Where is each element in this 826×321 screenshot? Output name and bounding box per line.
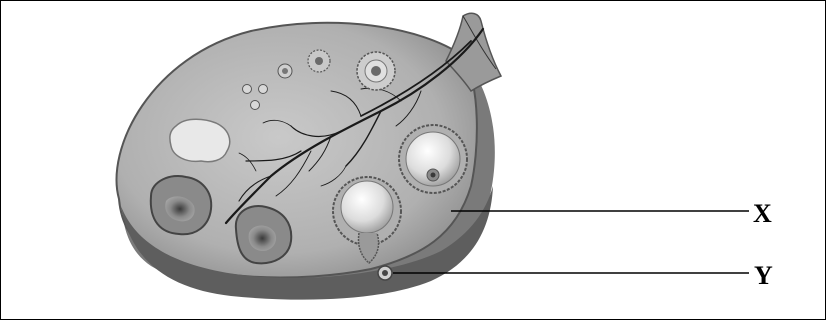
graafian-follicle [399,125,467,193]
growing-follicle-small [278,64,292,78]
corpus-luteum-right [236,206,291,263]
released-ovum [378,266,392,280]
label-x: X [753,201,772,227]
secondary-follicle [357,52,395,90]
label-y: Y [754,263,773,289]
growing-follicle-medium [308,50,330,72]
corpus-luteum-left [151,176,211,234]
corpus-albicans [170,119,230,161]
